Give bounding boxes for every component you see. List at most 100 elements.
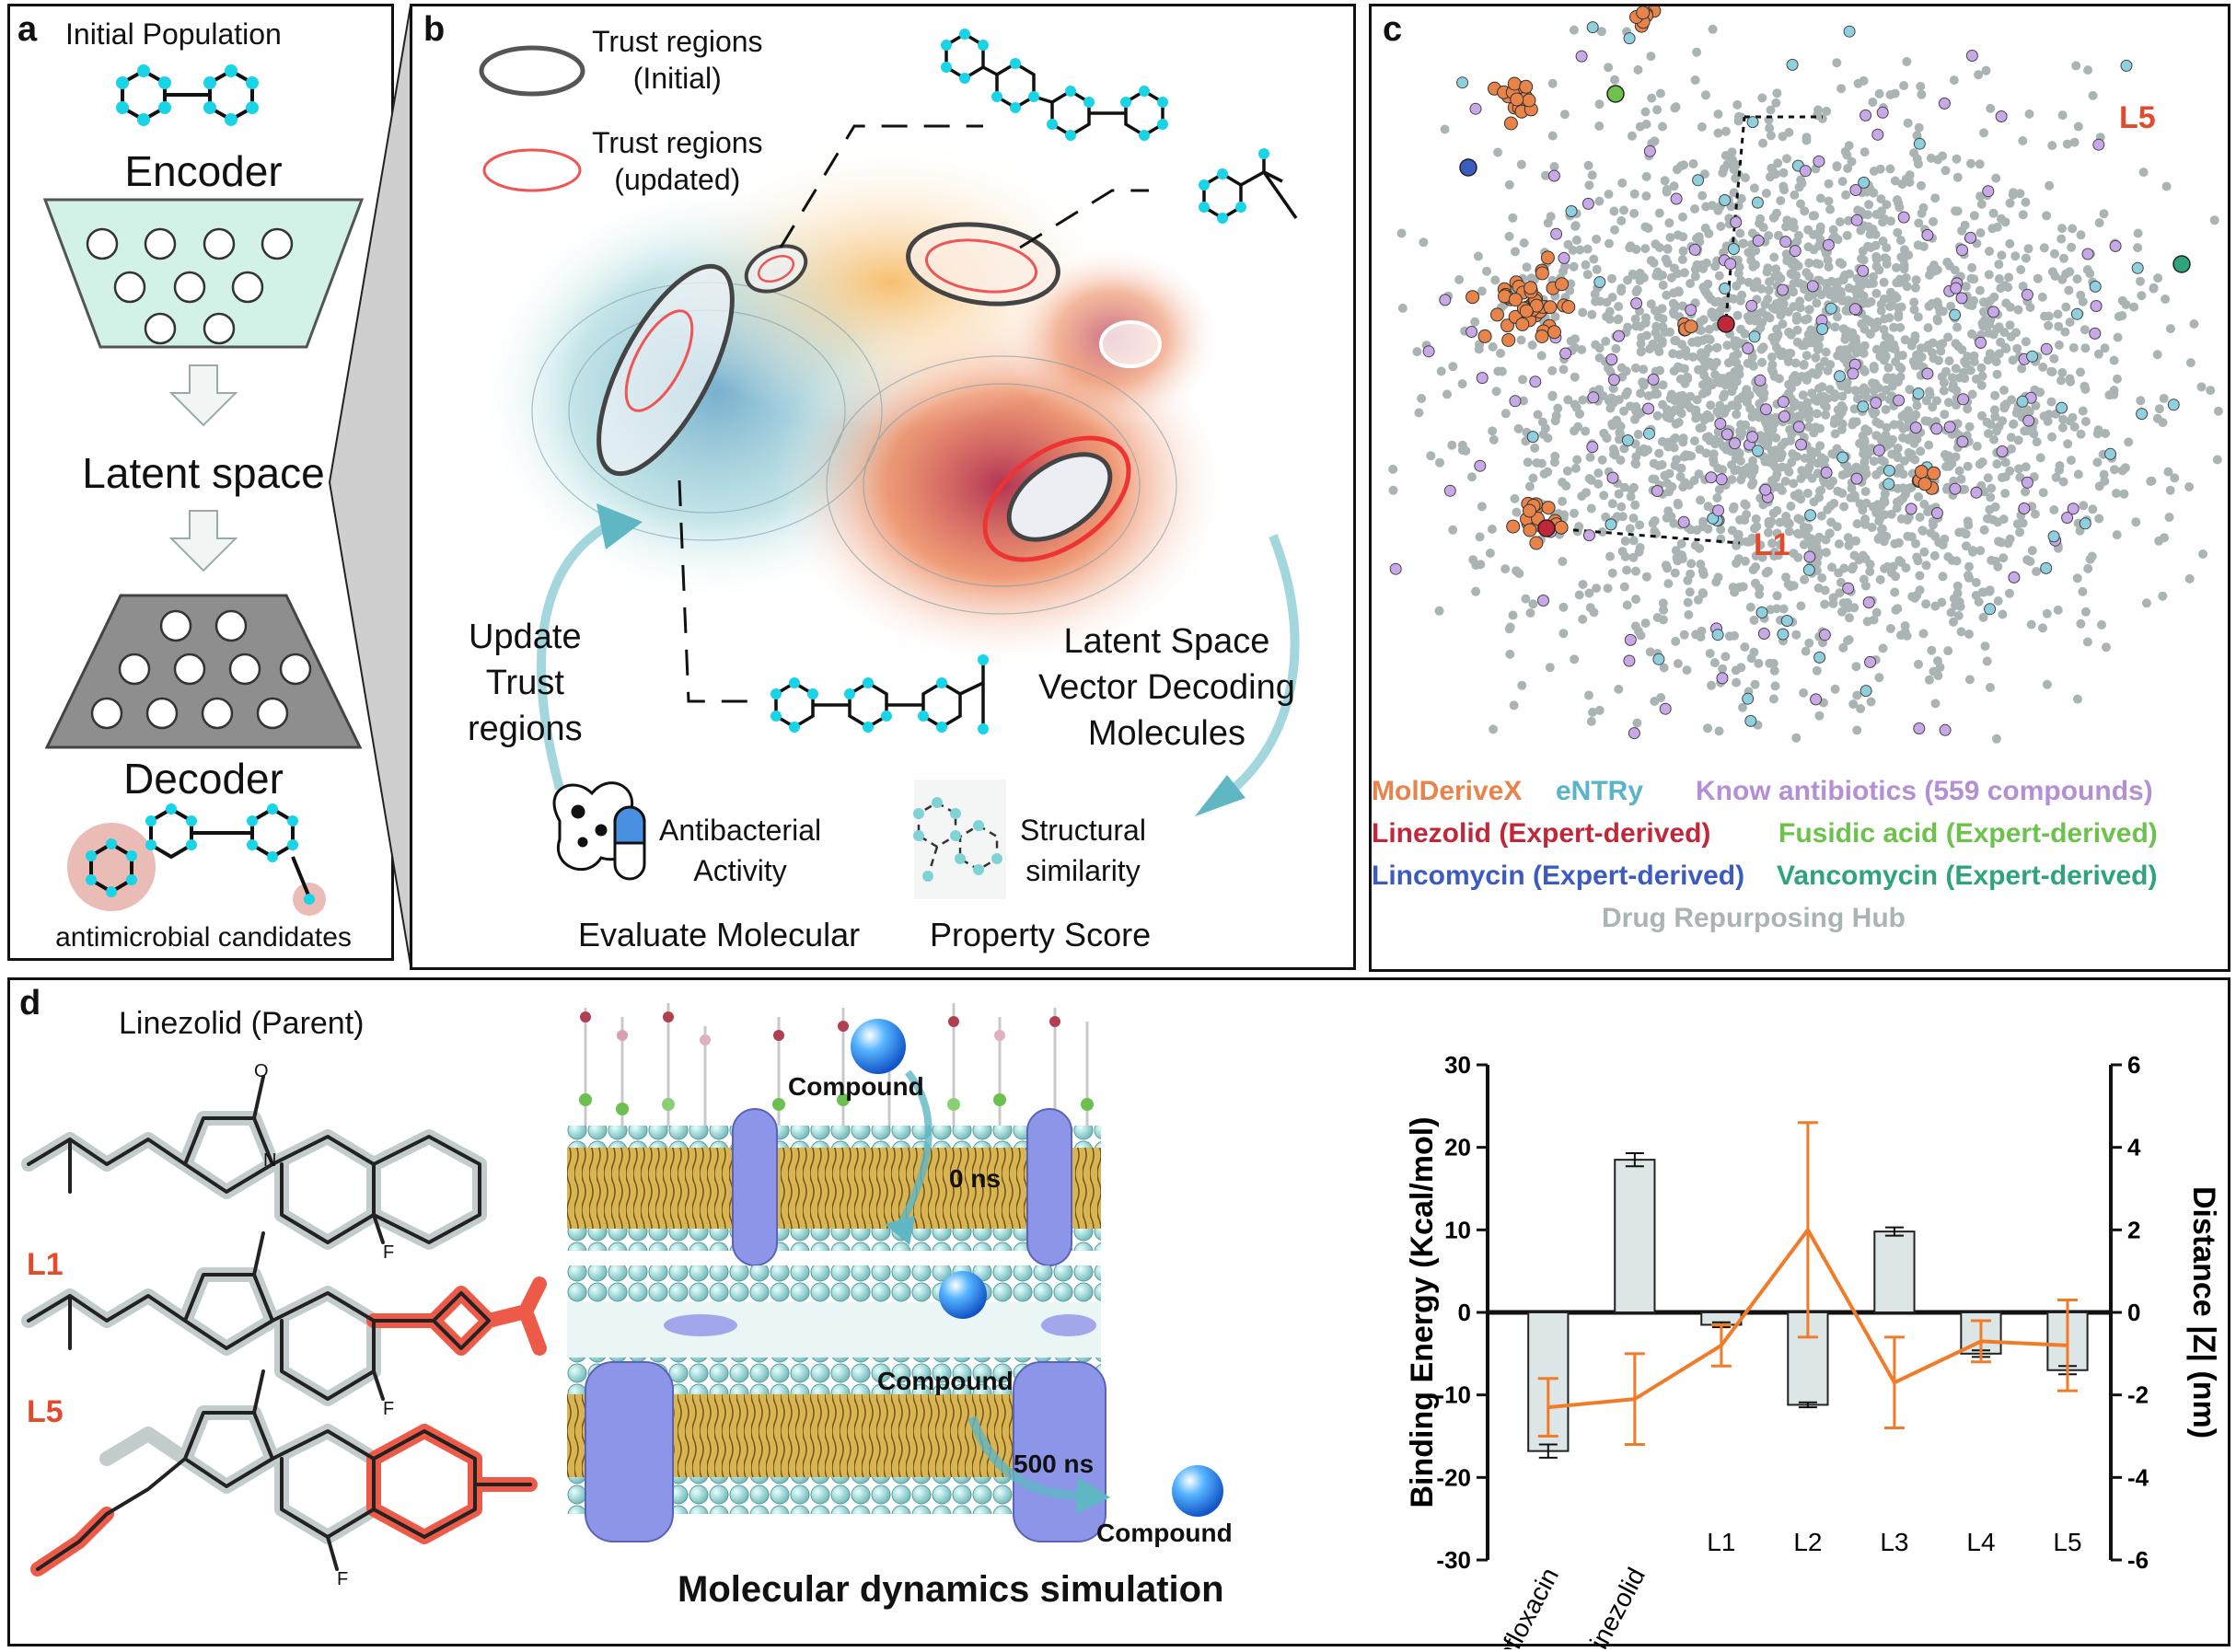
hub-point xyxy=(1748,456,1758,466)
hub-point xyxy=(1720,151,1731,160)
hub-point xyxy=(1871,417,1882,427)
hub-point xyxy=(1967,329,1976,339)
hub-point xyxy=(1724,631,1734,641)
antibiotic-point xyxy=(1849,184,1862,196)
hub-point xyxy=(1964,561,1974,572)
hub-point xyxy=(1757,307,1767,318)
hub-point xyxy=(1497,366,1507,376)
hub-point xyxy=(1597,455,1607,465)
moldrivex-point xyxy=(1506,519,1521,534)
hub-point xyxy=(1573,422,1583,432)
hub-point xyxy=(1902,57,1912,66)
hub-point xyxy=(1975,159,1985,169)
hub-point xyxy=(1699,370,1709,380)
antibacterial-line1: Antibacterial xyxy=(659,814,822,847)
hub-point xyxy=(1697,522,1708,532)
hub-point xyxy=(1986,683,1995,692)
hub-point xyxy=(2051,472,2061,482)
hub-point xyxy=(1823,394,1833,404)
hub-point xyxy=(1698,589,1709,598)
hub-point xyxy=(1482,266,1491,276)
legend-updated-line2: (updated) xyxy=(614,163,741,196)
hub-point xyxy=(2113,332,2123,342)
antibiotic-point xyxy=(1964,231,1977,244)
moldrivex-point xyxy=(1501,333,1516,347)
hub-point xyxy=(1676,538,1686,549)
hub-point xyxy=(2165,324,2175,334)
hub-point xyxy=(1601,512,1611,522)
hub-point xyxy=(1491,387,1501,397)
hub-point xyxy=(1631,595,1641,605)
hub-point xyxy=(1673,269,1683,279)
hub-point xyxy=(1964,573,1974,583)
hub-point xyxy=(2141,598,2151,608)
lincomycin-point xyxy=(1459,158,1477,177)
hub-point xyxy=(1917,208,1927,218)
hub-point xyxy=(1875,574,1885,584)
antibiotic-point xyxy=(1777,283,1789,296)
hub-point xyxy=(2038,362,2048,372)
hub-point xyxy=(1658,380,1668,390)
hub-point xyxy=(1616,502,1627,512)
hub-point xyxy=(1850,386,1860,396)
hub-point xyxy=(1690,75,1700,85)
hub-point xyxy=(1839,502,1849,512)
hub-point xyxy=(1632,718,1642,728)
hub-point xyxy=(1938,339,1948,349)
hub-point xyxy=(1767,538,1778,549)
hub-point xyxy=(1848,328,1858,338)
hub-point xyxy=(1696,495,1706,505)
hub-point xyxy=(1887,449,1897,459)
entry-point xyxy=(2104,447,2116,460)
hub-point xyxy=(1523,457,1533,468)
hub-point xyxy=(1686,525,1696,535)
hub-point xyxy=(1994,274,2004,283)
hub-point xyxy=(1798,390,1808,400)
hub-point xyxy=(1840,146,1850,156)
hub-point xyxy=(1658,121,1667,132)
hub-point xyxy=(1763,423,1773,433)
hub-point xyxy=(1956,627,1966,637)
legend-linezolid: Linezolid (Expert-derived) xyxy=(1372,818,1711,849)
hub-point xyxy=(2073,121,2083,132)
hub-point xyxy=(1881,385,1891,395)
hub-point xyxy=(1901,563,1911,572)
hub-point xyxy=(1874,516,1884,526)
hub-point xyxy=(1825,501,1836,511)
hub-point xyxy=(1812,665,1822,676)
hub-point xyxy=(1951,364,1961,374)
entry-point xyxy=(2070,307,2083,320)
hub-point xyxy=(1575,409,1584,419)
hub-point xyxy=(1765,313,1775,323)
legend-entry: eNTRy xyxy=(1556,776,1644,806)
hub-point xyxy=(1856,704,1866,713)
hub-point xyxy=(1527,341,1537,350)
left-tick-label: 30 xyxy=(1444,1051,1471,1079)
hub-point xyxy=(1601,336,1611,346)
hub-point xyxy=(1988,329,1998,340)
hub-point xyxy=(1645,647,1655,657)
hub-point xyxy=(1669,518,1679,528)
hub-point xyxy=(1562,466,1572,476)
hub-point xyxy=(1879,456,1889,467)
hub-point xyxy=(1696,632,1706,642)
hub-point xyxy=(1569,261,1579,271)
hub-point xyxy=(1858,550,1868,560)
hub-point xyxy=(1914,659,1923,669)
hub-point xyxy=(1412,347,1422,357)
hub-point xyxy=(1859,221,1870,231)
hub-point xyxy=(1847,156,1857,167)
hub-point xyxy=(1861,393,1871,403)
md-simulation-illustration xyxy=(567,999,1110,1542)
antibiotic-point xyxy=(1778,410,1790,422)
hub-point xyxy=(2024,109,2034,119)
hub-point xyxy=(2076,429,2086,439)
entry-point xyxy=(1816,323,1829,335)
md-title: Molecular dynamics simulation xyxy=(678,1569,1224,1610)
hub-point xyxy=(1772,528,1782,538)
hub-point xyxy=(1796,474,1806,483)
left-tick-label: -30 xyxy=(1436,1546,1471,1574)
hub-point xyxy=(1986,492,1996,503)
hub-point xyxy=(1756,283,1767,294)
hub-point xyxy=(2066,456,2076,466)
